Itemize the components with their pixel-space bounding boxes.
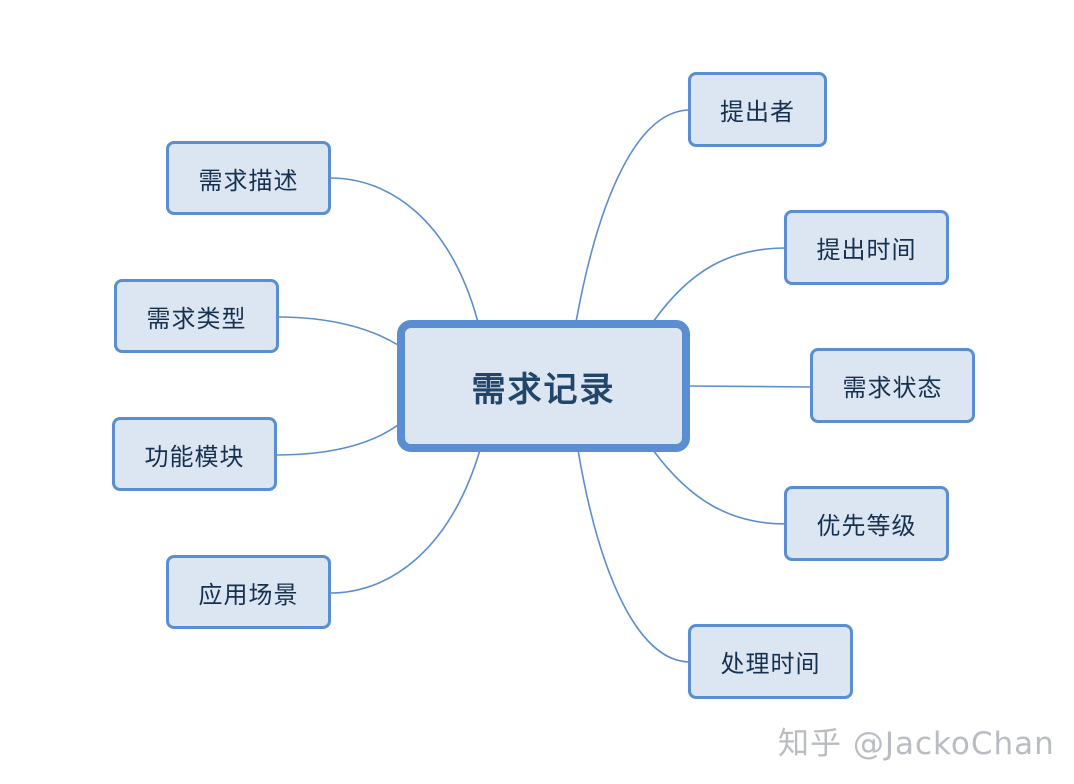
branch-label: 功能模块 <box>144 442 245 471</box>
branch-label: 优先等级 <box>816 512 917 540</box>
branch-label: 提出时间 <box>816 236 917 264</box>
central-topic-node[interactable]: 需求记录 <box>397 320 690 452</box>
edge-center-submitter <box>575 109 691 323</box>
branch-label: 需求状态 <box>842 374 943 402</box>
branch-node-submit-time[interactable]: 提出时间 <box>784 210 949 285</box>
edge-center-desc <box>329 177 479 323</box>
branch-node-requirement-status[interactable]: 需求状态 <box>810 348 975 423</box>
branch-label: 需求描述 <box>198 166 299 195</box>
edge-center-priority <box>652 449 787 525</box>
branch-node-priority-level[interactable]: 优先等级 <box>784 486 949 561</box>
branch-label: 需求类型 <box>146 304 247 333</box>
edge-center-submit-time <box>652 247 787 323</box>
edge-center-module <box>275 424 399 456</box>
branch-node-requirement-type[interactable]: 需求类型 <box>114 279 279 353</box>
edge-center-status <box>688 385 813 388</box>
watermark-text: 知乎 @JackoChan <box>778 725 1055 762</box>
edge-center-type <box>277 316 399 346</box>
branch-node-requirement-description[interactable]: 需求描述 <box>166 141 331 215</box>
branch-label: 提出者 <box>720 98 795 126</box>
central-topic-label: 需求记录 <box>471 369 616 410</box>
branch-label: 处理时间 <box>720 650 821 678</box>
edge-center-handle-time <box>577 449 691 663</box>
branch-label: 应用场景 <box>198 580 299 609</box>
branch-node-function-module[interactable]: 功能模块 <box>112 417 277 491</box>
branch-node-application-scene[interactable]: 应用场景 <box>166 555 331 629</box>
branch-node-handle-time[interactable]: 处理时间 <box>688 624 853 699</box>
edge-center-scene <box>329 449 481 594</box>
branch-node-submitter[interactable]: 提出者 <box>688 72 827 147</box>
